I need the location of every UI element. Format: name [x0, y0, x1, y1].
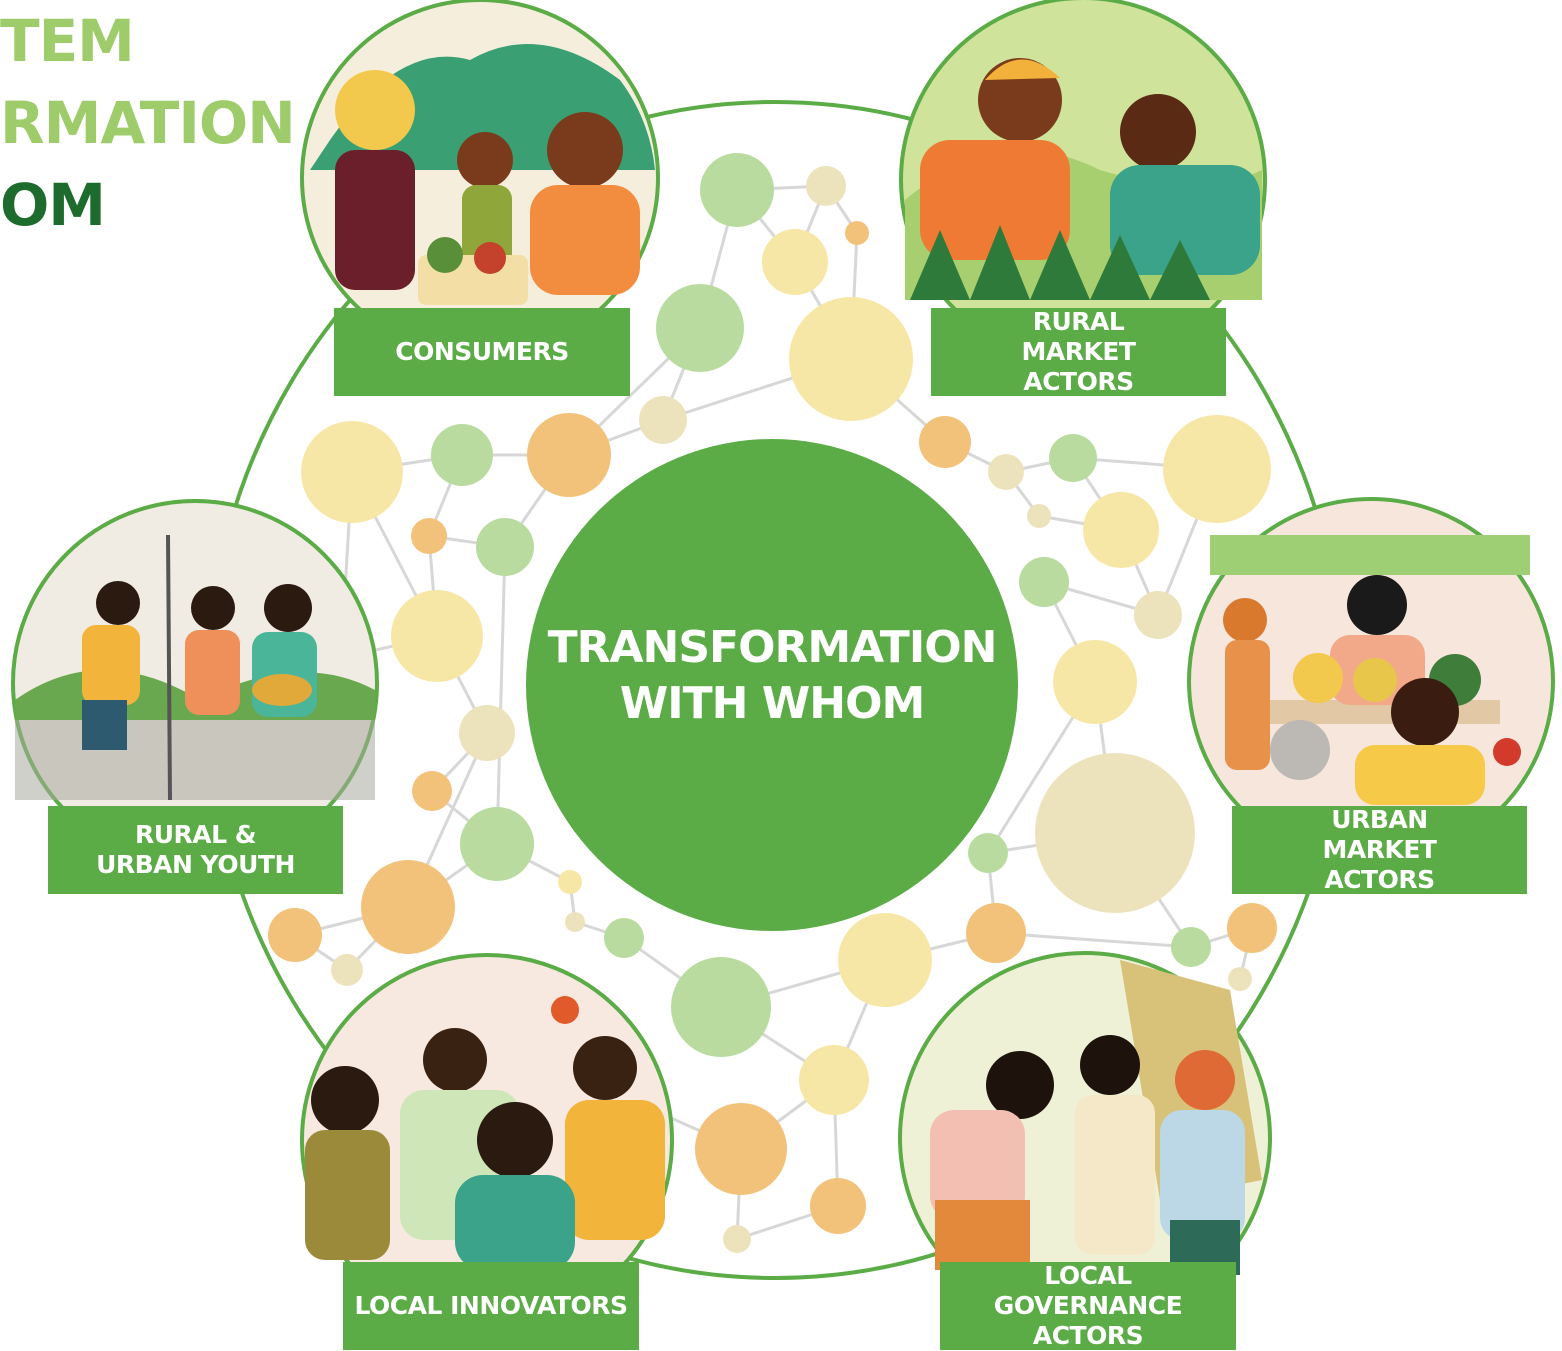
network-node — [1134, 591, 1182, 639]
network-node — [1083, 492, 1159, 568]
governance-illustration-icon — [898, 951, 1272, 1325]
network-node — [361, 860, 455, 954]
center-title: TRANSFORMATION WITH WHOM — [527, 620, 1017, 732]
innovators-illustration-icon — [300, 953, 674, 1327]
urban-market-label: URBAN MARKET ACTORS — [1232, 805, 1527, 894]
network-node — [301, 421, 403, 523]
network-node — [1171, 927, 1211, 967]
network-node — [845, 221, 869, 245]
rural-market-label-text: RURAL MARKET ACTORS — [1021, 307, 1136, 396]
consumers-label-text: CONSUMERS — [395, 337, 569, 366]
network-node — [762, 229, 828, 295]
youth-illustration-icon — [11, 499, 379, 867]
rural-market-label: RURAL MARKET ACTORS — [931, 307, 1226, 396]
heading: TEM RMATION OM — [0, 0, 296, 246]
network-node — [799, 1045, 869, 1115]
network-node — [331, 954, 363, 986]
network-node — [810, 1178, 866, 1234]
network-node — [919, 416, 971, 468]
network-node — [527, 413, 611, 497]
network-node — [565, 912, 585, 932]
network-node — [1049, 434, 1097, 482]
network-node — [838, 913, 932, 1007]
network-node — [1019, 557, 1069, 607]
network-node — [806, 166, 846, 206]
network-node — [1053, 640, 1137, 724]
network-node — [1027, 504, 1051, 528]
consumers-illustration-icon — [300, 0, 660, 358]
network-node — [268, 908, 322, 962]
network-node — [1227, 903, 1277, 953]
network-node — [1035, 753, 1195, 913]
network-node — [700, 153, 774, 227]
network-nodes — [268, 153, 1277, 1253]
heading-line-2: RMATION — [0, 89, 296, 157]
network-node — [431, 424, 493, 486]
network-node — [391, 590, 483, 682]
network-node — [966, 903, 1026, 963]
heading-line-1: TEM — [0, 7, 135, 75]
center-circle — [526, 439, 1018, 931]
network-node — [604, 918, 644, 958]
urban-market-label-text: URBAN MARKET ACTORS — [1322, 805, 1437, 894]
network-node — [656, 284, 744, 372]
heading-line-3: OM — [0, 171, 106, 239]
network-node — [558, 870, 582, 894]
network-node — [476, 518, 534, 576]
youth-label: RURAL & URBAN YOUTH — [48, 806, 343, 894]
network-node — [988, 454, 1024, 490]
innovators-label: LOCAL INNOVATORS — [343, 1262, 639, 1350]
network-node — [411, 518, 447, 554]
network-node — [460, 807, 534, 881]
network-node — [968, 833, 1008, 873]
governance-label: LOCAL GOVERNANCE ACTORS — [940, 1261, 1236, 1350]
network-node — [723, 1225, 751, 1253]
network-edge — [995, 931, 1192, 949]
network-node — [459, 705, 515, 761]
center-title-line-2: WITH WHOM — [619, 678, 926, 729]
network-node — [412, 771, 452, 811]
rural-market-illustration-icon — [899, 0, 1267, 364]
network-node — [1163, 415, 1271, 523]
network-node — [639, 396, 687, 444]
network-node — [671, 957, 771, 1057]
network-node — [1228, 967, 1252, 991]
governance-label-text: LOCAL GOVERNANCE ACTORS — [993, 1261, 1183, 1350]
youth-label-text: RURAL & URBAN YOUTH — [96, 820, 295, 879]
center-title-line-1: TRANSFORMATION — [547, 622, 998, 673]
network-node — [789, 297, 913, 421]
network-edge — [495, 546, 507, 845]
innovators-label-text: LOCAL INNOVATORS — [354, 1291, 628, 1320]
urban-market-illustration-icon — [1187, 497, 1555, 865]
consumers-label: CONSUMERS — [334, 308, 630, 396]
network-node — [695, 1103, 787, 1195]
